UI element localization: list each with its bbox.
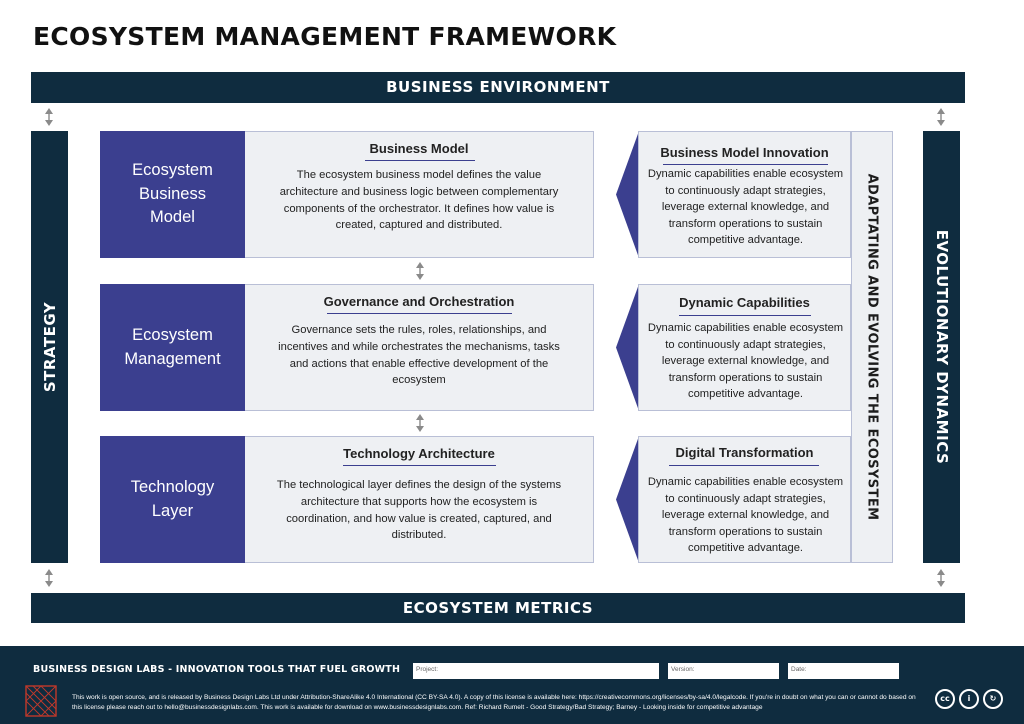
date-field[interactable]: Date: — [788, 663, 899, 679]
layer-heading: Business Model — [369, 141, 469, 156]
strategy-bar: STRATEGY — [31, 131, 68, 563]
cc-icon: cc — [935, 689, 955, 709]
layer-description: Governance sets the rules, roles, relati… — [278, 324, 560, 387]
license-text: This work is open source, and is release… — [72, 694, 916, 711]
layer-description: The ecosystem business model defines the… — [279, 169, 559, 232]
double-arrow-icon — [936, 108, 946, 126]
pointer-arrow-icon — [616, 436, 639, 563]
double-arrow-icon — [415, 262, 425, 280]
double-arrow-icon — [44, 569, 54, 587]
double-arrow-icon — [936, 569, 946, 587]
layer-label-technology: Technology Layer — [100, 436, 245, 563]
pointer-arrow-icon — [616, 131, 639, 258]
innovation-description: Dynamic capabilities enable ecosystem to… — [647, 476, 844, 554]
layer-content-technology: Technology Architecture The technologica… — [245, 436, 594, 563]
heading-underline — [679, 315, 811, 316]
innovation-heading: Dynamic Capabilities — [679, 295, 810, 310]
sa-icon: ↻ — [983, 689, 1003, 709]
innovation-box-digital-transformation: Digital Transformation Dynamic capabilit… — [638, 436, 851, 563]
innovation-heading: Digital Transformation — [675, 445, 814, 460]
layer-label-business-model: Ecosystem Business Model — [100, 131, 245, 258]
double-arrow-icon — [415, 414, 425, 432]
brand-tagline: BUSINESS DESIGN LABS - INNOVATION TOOLS … — [33, 664, 401, 675]
layer-content-business-model: Business Model The ecosystem business mo… — [245, 131, 594, 258]
innovation-description: Dynamic capabilities enable ecosystem to… — [647, 322, 844, 400]
version-field[interactable]: Version: — [668, 663, 779, 679]
pointer-arrow-icon — [616, 284, 639, 411]
page-title: ECOSYSTEM MANAGEMENT FRAMEWORK — [33, 22, 617, 51]
adapt-evolve-label: ADAPTATING AND EVOLVING THE ECOSYSTEM — [864, 173, 880, 521]
layer-heading: Governance and Orchestration — [323, 294, 515, 309]
innovation-heading: Business Model Innovation — [660, 145, 829, 160]
heading-underline — [669, 465, 819, 466]
by-icon: i — [959, 689, 979, 709]
heading-underline — [343, 465, 496, 466]
layer-label-ecosystem-management: Ecosystem Management — [100, 284, 245, 411]
layer-content-governance: Governance and Orchestration Governance … — [245, 284, 594, 411]
strategy-label: STRATEGY — [40, 301, 59, 393]
heading-underline — [327, 313, 512, 314]
ecosystem-metrics-band: ECOSYSTEM METRICS — [31, 593, 965, 623]
evolutionary-dynamics-bar: EVOLUTIONARY DYNAMICS — [923, 131, 960, 563]
adapt-evolve-bar: ADAPTATING AND EVOLVING THE ECOSYSTEM — [851, 131, 893, 563]
layer-description: The technological layer defines the desi… — [276, 479, 562, 542]
footer: BUSINESS DESIGN LABS - INNOVATION TOOLS … — [0, 646, 1024, 724]
layer-heading: Technology Architecture — [343, 446, 495, 461]
innovation-box-business-model: Business Model Innovation Dynamic capabi… — [638, 131, 851, 258]
heading-underline — [365, 160, 475, 161]
heading-underline — [663, 164, 828, 165]
business-design-labs-logo-icon — [24, 684, 58, 718]
evolutionary-dynamics-label: EVOLUTIONARY DYNAMICS — [932, 229, 951, 465]
double-arrow-icon — [44, 108, 54, 126]
innovation-box-dynamic-capabilities: Dynamic Capabilities Dynamic capabilitie… — [638, 284, 851, 411]
business-environment-band: BUSINESS ENVIRONMENT — [31, 72, 965, 103]
project-field[interactable]: Project: — [413, 663, 659, 679]
innovation-description: Dynamic capabilities enable ecosystem to… — [647, 168, 844, 246]
